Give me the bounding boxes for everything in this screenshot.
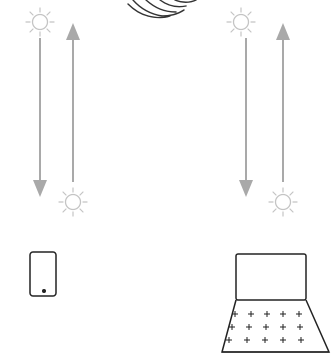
arrow-up — [66, 23, 80, 182]
sun-icon — [26, 8, 54, 36]
laptop-icon — [222, 254, 329, 352]
arrow-down — [33, 38, 47, 197]
sun-icon — [269, 188, 297, 216]
sun-icon — [227, 8, 255, 36]
sun-icon — [59, 188, 87, 216]
arrow-down — [239, 38, 253, 197]
phone-icon — [30, 252, 56, 296]
arrow-up — [276, 23, 290, 182]
hand-icon — [128, 0, 196, 18]
